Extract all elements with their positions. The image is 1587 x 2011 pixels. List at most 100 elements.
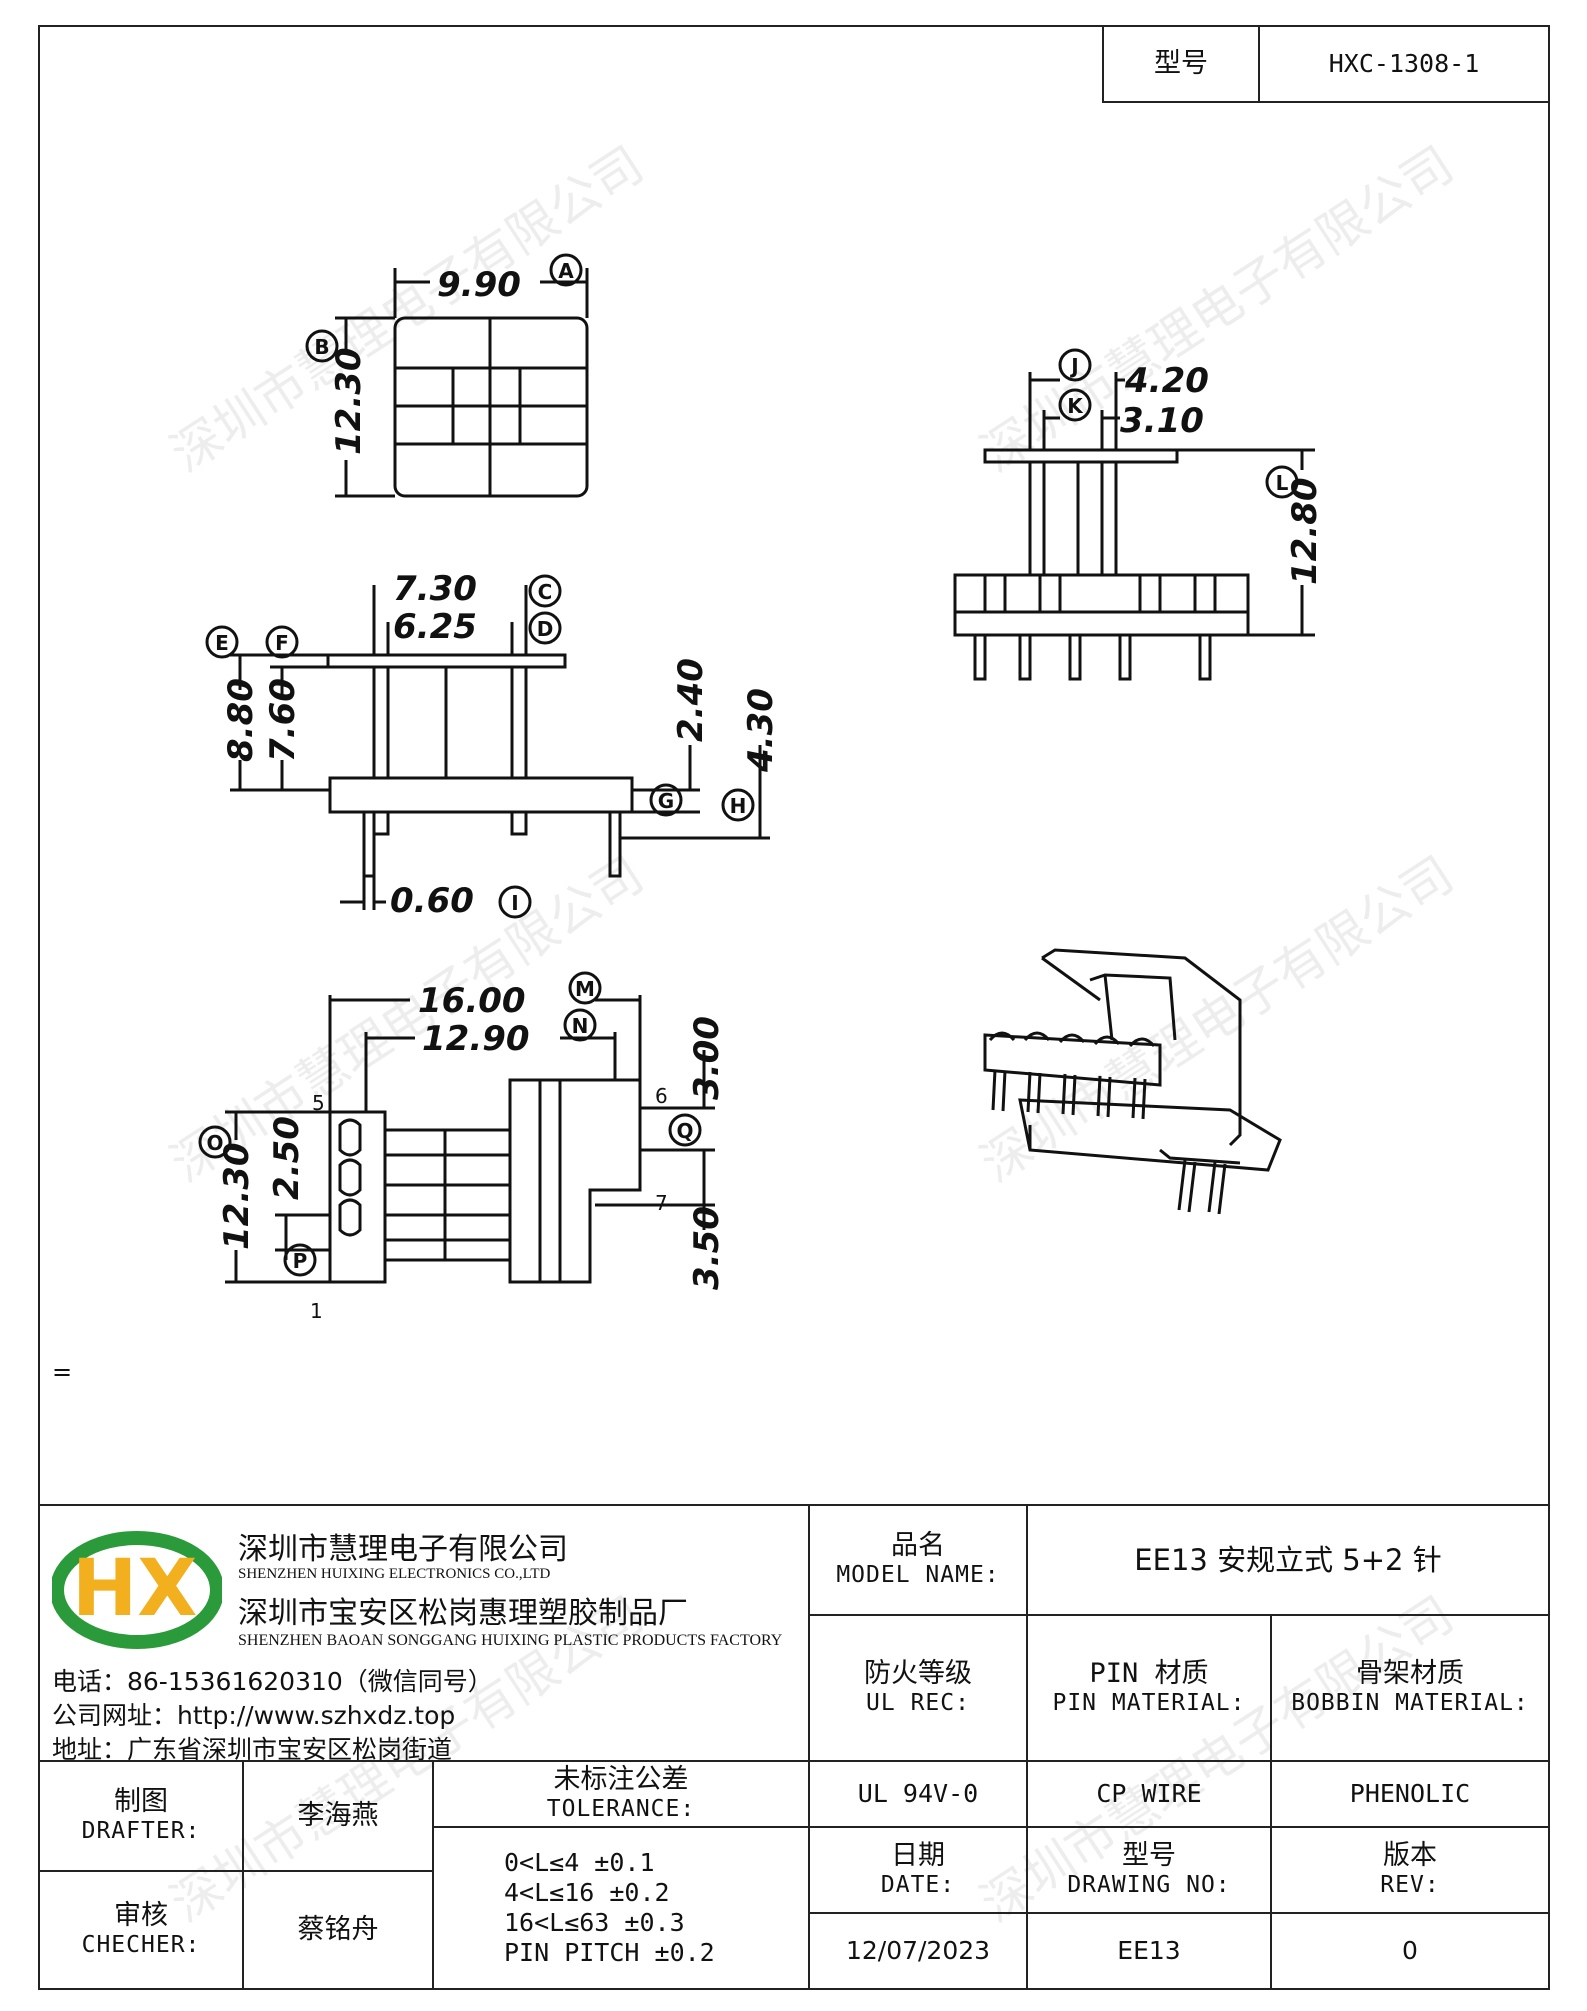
rev-label-cell: 版本 REV: — [1270, 1826, 1550, 1914]
company-address: 地址：广东省深圳市宝安区松岗街道 — [52, 1735, 453, 1764]
logo-text: HX — [72, 1544, 197, 1634]
callout-j-circle — [1058, 348, 1092, 382]
callout-c: C — [538, 580, 553, 604]
dim-b: 12.30 — [329, 347, 369, 455]
bobbin-material-en: BOBBIN MATERIAL: — [1291, 1690, 1529, 1717]
callout-n: N — [572, 1014, 589, 1038]
rev-cn: 版本 — [1383, 1840, 1437, 1871]
drafter-name: 李海燕 — [242, 1760, 434, 1872]
factory-name-cn: 深圳市宝安区松岗惠理塑胶制品厂 — [238, 1596, 688, 1631]
callout-l-circle — [1265, 465, 1299, 499]
dim-g: 2.40 — [671, 658, 711, 742]
dim-q: 3.00 — [687, 1016, 727, 1100]
callout-l: L — [1276, 471, 1289, 495]
company-name-en: SHENZHEN HUIXING ELECTRONICS CO.,LTD — [238, 1566, 551, 1582]
callout-h-circle — [721, 788, 755, 822]
tolerance-line: 4<L≤16 ±0.2 — [504, 1878, 670, 1907]
dim-e: 8.80 — [221, 678, 261, 762]
dim-i: 0.60 — [390, 881, 474, 921]
model-name-value-cell: EE13 安规立式 5+2 针 — [1026, 1504, 1550, 1616]
equals-mark: = — [52, 1358, 73, 1386]
drawing-no-en: DRAWING NO: — [1067, 1872, 1231, 1899]
callout-m-circle — [568, 971, 602, 1005]
pin-label-5: 5 — [312, 1091, 325, 1115]
drafter-label-cell: 制图 DRAFTER: — [38, 1760, 244, 1872]
dim-a: 9.90 — [437, 265, 521, 305]
callout-f-circle — [265, 625, 299, 659]
callout-m: M — [575, 977, 595, 1001]
tolerance-line: PIN PITCH ±0.2 — [504, 1938, 715, 1967]
checker-label-cell: 审核 CHECHER: — [38, 1870, 244, 1990]
callout-f: F — [275, 631, 289, 655]
drafter-en: DRAFTER: — [81, 1818, 201, 1845]
callout-k-circle — [1058, 388, 1092, 422]
tolerance-cn: 未标注公差 — [553, 1764, 689, 1795]
callout-n-circle — [563, 1008, 597, 1042]
isometric-view — [983, 948, 1282, 1215]
drafter-cn: 制图 — [114, 1786, 168, 1817]
date-cn: 日期 — [891, 1840, 945, 1871]
tolerance-label-cell: 未标注公差 TOLERANCE: — [432, 1760, 810, 1828]
ul-cn: 防火等级 — [864, 1658, 972, 1689]
dim-p: 2.50 — [267, 1116, 307, 1200]
callout-a-circle — [549, 253, 583, 287]
pin-label-7: 7 — [655, 1191, 668, 1215]
company-website: 公司网址：http://www.szhxdz.top — [52, 1701, 456, 1730]
tolerance-values-cell: 0<L≤4 ±0.1 4<L≤16 ±0.2 16<L≤63 ±0.3 PIN … — [432, 1826, 810, 1990]
checker-en: CHECHER: — [81, 1932, 201, 1959]
dim-c: 7.30 — [393, 569, 477, 609]
ul-value: UL 94V-0 — [808, 1760, 1028, 1828]
bottom-view — [225, 995, 715, 1284]
dim-m: 16.00 — [418, 981, 526, 1021]
callout-b: B — [314, 335, 329, 359]
bobbin-material-cn: 骨架材质 — [1356, 1658, 1464, 1689]
pin-material-value: CP WIRE — [1026, 1760, 1272, 1828]
side-view — [230, 585, 770, 910]
callout-o-circle — [198, 1125, 232, 1159]
pin-label-6: 6 — [655, 1084, 668, 1108]
date-en: DATE: — [880, 1872, 956, 1899]
factory-name-en: SHENZHEN BAOAN SONGGANG HUIXING PLASTIC … — [238, 1632, 783, 1649]
model-name-cn: 品名 — [891, 1530, 945, 1561]
pin-material-en: PIN MATERIAL: — [1052, 1690, 1246, 1717]
front-view — [953, 372, 1315, 681]
date-value: 12/07/2023 — [808, 1912, 1028, 1990]
ul-en: UL REC: — [866, 1690, 970, 1717]
callout-p: P — [293, 1249, 308, 1273]
ul-label-cell: 防火等级 UL REC: — [808, 1614, 1028, 1762]
model-name-label-cell: 品名 MODEL NAME: — [808, 1504, 1028, 1616]
pin-label-1: 1 — [310, 1299, 323, 1323]
callout-i: I — [511, 891, 518, 915]
company-logo: HX — [50, 1520, 224, 1650]
tolerance-line: 16<L≤63 ±0.3 — [504, 1908, 685, 1937]
bobbin-material-value: PHENOLIC — [1270, 1760, 1550, 1828]
company-name-cn: 深圳市慧理电子有限公司 — [238, 1532, 568, 1567]
top-view — [335, 268, 589, 498]
checker-cn: 审核 — [114, 1900, 168, 1931]
pin-material-cn: PIN 材质 — [1089, 1658, 1209, 1689]
pin-material-label-cell: PIN 材质 PIN MATERIAL: — [1026, 1614, 1272, 1762]
company-phone: 电话：86-15361620310（微信同号） — [52, 1667, 493, 1696]
dim-l: 12.80 — [1285, 477, 1325, 585]
date-label-cell: 日期 DATE: — [808, 1826, 1028, 1914]
technical-drawing: 9.90 12.30 A B 7 — [198, 253, 1325, 1323]
callout-o: O — [206, 1131, 223, 1155]
callout-a: A — [558, 259, 574, 283]
model-name-value: EE13 安规立式 5+2 针 — [1134, 1542, 1442, 1577]
tolerance-line: 0<L≤4 ±0.1 — [504, 1848, 655, 1877]
callout-i-circle — [498, 885, 532, 919]
checker-name: 蔡铭舟 — [242, 1870, 434, 1990]
callout-h: H — [730, 794, 747, 818]
callout-q-circle — [668, 1113, 702, 1147]
rev-value: 0 — [1270, 1912, 1550, 1990]
dim-h: 4.30 — [741, 688, 781, 773]
callout-d: D — [537, 617, 554, 641]
dim-f: 7.60 — [263, 678, 303, 762]
header-model-value: HXC-1308-1 — [1258, 25, 1550, 103]
rev-en: REV: — [1380, 1872, 1440, 1899]
callout-e-circle — [205, 625, 239, 659]
callout-g-circle — [649, 783, 683, 817]
callout-d-circle — [528, 611, 562, 645]
dim-n: 12.90 — [422, 1019, 530, 1059]
callout-q: Q — [676, 1119, 693, 1143]
